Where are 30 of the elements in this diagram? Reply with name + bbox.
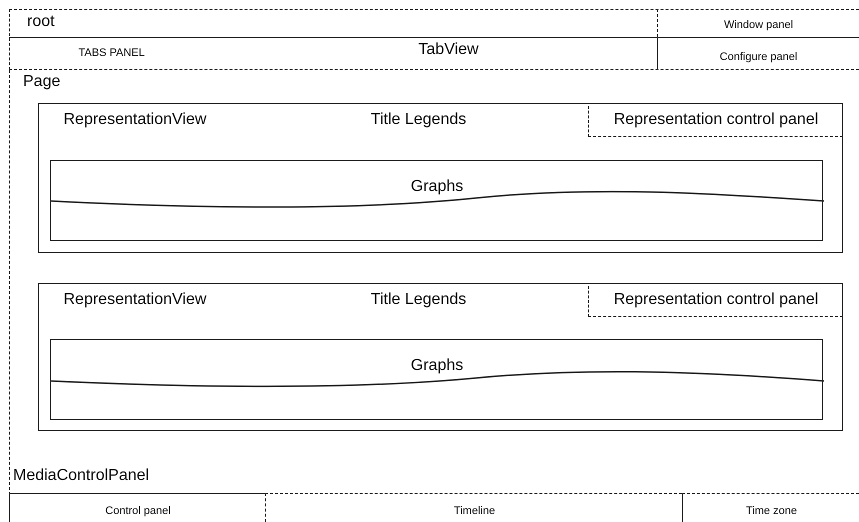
panel-title: Graphs [410, 177, 464, 197]
panel-box [38, 103, 842, 253]
panel-title: RepresentationView [64, 110, 206, 130]
panel-box [682, 493, 859, 522]
panel-title: root [27, 12, 55, 32]
panel-group [9, 466, 859, 522]
dashed-panel [9, 9, 859, 70]
dashed-panel [588, 106, 842, 137]
panel-label: Timeline [452, 504, 496, 519]
panel-title: RepresentationView [64, 290, 206, 310]
panel-box [9, 493, 265, 522]
graph-area [50, 160, 822, 241]
panel-title: TabView [417, 40, 480, 60]
graph-area [50, 339, 822, 420]
panel-label: Window panel [722, 18, 794, 32]
panel-label: Control panel [104, 504, 172, 519]
panel-label: TABS PANEL [78, 46, 145, 60]
panel-label: Configure panel [718, 50, 798, 64]
panel-title: MediaControlPanel [13, 466, 150, 486]
panel-label: Time zone [745, 504, 798, 519]
panel-title: Title Legends [370, 110, 468, 130]
panel-box [656, 36, 858, 70]
panel-box [38, 283, 842, 431]
dashed-panel [265, 493, 682, 522]
panel-title: Representation control panel [612, 290, 820, 310]
dashed-panel [588, 286, 842, 317]
panel-title: Representation control panel [612, 110, 820, 130]
panel-title: Page [23, 72, 60, 92]
panel-title: Graphs [410, 356, 464, 376]
panel-title: Title Legends [370, 290, 468, 310]
